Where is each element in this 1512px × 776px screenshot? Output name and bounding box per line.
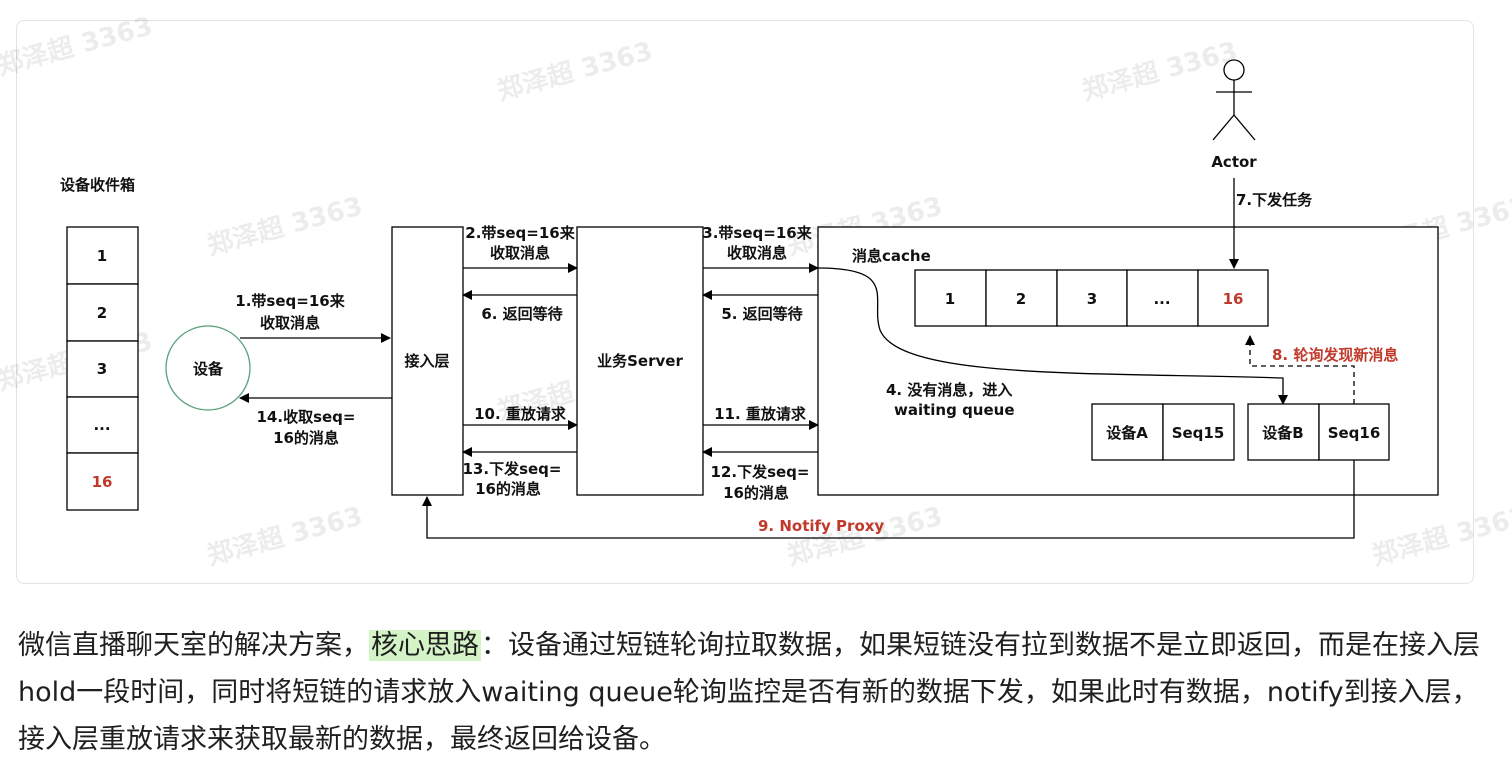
actor-label: Actor: [1211, 153, 1257, 171]
device-b-entry: 设备B Seq16: [1247, 403, 1390, 461]
svg-text:Seq16: Seq16: [1328, 424, 1381, 442]
waiting-queue-arrow: [817, 267, 1288, 405]
step-4-line2: waiting queue: [894, 401, 1015, 419]
actor-icon: [1212, 59, 1256, 141]
poll-arrow: [1245, 335, 1355, 404]
highlight-core-idea: 核心思路: [369, 630, 481, 661]
step-2-line2: 收取消息: [490, 244, 550, 262]
cache-label: 消息cache: [852, 247, 931, 265]
step-7: 7.下发任务: [1236, 191, 1313, 209]
step-10: 10. 重放请求: [474, 405, 567, 423]
step-6: 6. 返回等待: [481, 305, 562, 323]
watermark: 郑泽超 3363: [494, 37, 656, 107]
access-layer-label: 接入层: [404, 352, 449, 370]
step-1-line2: 收取消息: [260, 314, 320, 332]
inbox-item: 3: [97, 360, 107, 378]
inbox-stack: 1 2 3 ... 16: [66, 226, 139, 511]
step-13-line1: 13.下发seq=: [463, 460, 562, 478]
para-part1: 微信直播聊天室的解决方案，: [18, 630, 369, 661]
biz-server-box: [576, 226, 704, 496]
device-node: [165, 325, 251, 411]
step-3-line1: 3.带seq=16来: [702, 224, 812, 242]
cache-item: 2: [1016, 290, 1026, 308]
cache-row: 1 2 3 ... 16: [914, 269, 1269, 327]
inbox-item: 2: [97, 304, 107, 322]
step-14-line2: 16的消息: [273, 429, 339, 447]
watermark: 郑泽超 3363: [1369, 502, 1512, 572]
step-14-line1: 14.收取seq=: [257, 408, 356, 426]
step-4-line1: 4. 没有消息，进入: [886, 381, 1012, 399]
para-part2: ：设备通过短链轮询拉取数据，如果短链没有拉到数据不是立即返回，而是在接入层hol…: [18, 630, 1480, 755]
inbox-item: ...: [93, 416, 110, 434]
biz-server-label: 业务Server: [597, 352, 683, 370]
architecture-diagram: 郑泽超 3363 郑泽超 3363 郑泽超 3363 郑泽超 3363 郑泽超 …: [0, 12, 1512, 572]
description-paragraph: 微信直播聊天室的解决方案，核心思路：设备通过短链轮询拉取数据，如果短链没有拉到数…: [18, 622, 1498, 763]
device-label: 设备: [193, 360, 224, 378]
step-1-line1: 1.带seq=16来: [235, 292, 345, 310]
device-a-entry: 设备A Seq15: [1091, 403, 1235, 461]
cache-item: 1: [945, 290, 955, 308]
cache-item-latest: 16: [1223, 290, 1244, 308]
inbox-title: 设备收件箱: [60, 176, 135, 194]
watermark: 郑泽超 3363: [204, 192, 366, 262]
watermark: 郑泽超 3363: [1079, 37, 1241, 107]
notify-arrow: [422, 460, 1355, 539]
access-layer-box: [391, 226, 464, 496]
step-2-line1: 2.带seq=16来: [465, 224, 575, 242]
svg-text:设备B: 设备B: [1262, 424, 1303, 442]
watermark: 郑泽超 3363: [204, 502, 366, 572]
step-5: 5. 返回等待: [721, 305, 802, 323]
step-11: 11. 重放请求: [714, 405, 807, 423]
step-13-line2: 16的消息: [475, 480, 541, 498]
step-3-line2: 收取消息: [727, 244, 787, 262]
step-9: 9. Notify Proxy: [758, 517, 884, 535]
step-8: 8. 轮询发现新消息: [1272, 346, 1398, 364]
step-12-line1: 12.下发seq=: [711, 463, 810, 481]
step-12-line2: 16的消息: [723, 484, 789, 502]
svg-text:设备A: 设备A: [1106, 424, 1148, 442]
cache-item: 3: [1087, 290, 1097, 308]
inbox-item-latest: 16: [92, 473, 113, 491]
watermark: 郑泽超 3363: [784, 502, 946, 572]
inbox-item: 1: [97, 247, 107, 265]
svg-text:Seq15: Seq15: [1172, 424, 1225, 442]
cache-item: ...: [1153, 290, 1170, 308]
watermark: 郑泽超 3363: [0, 12, 156, 82]
